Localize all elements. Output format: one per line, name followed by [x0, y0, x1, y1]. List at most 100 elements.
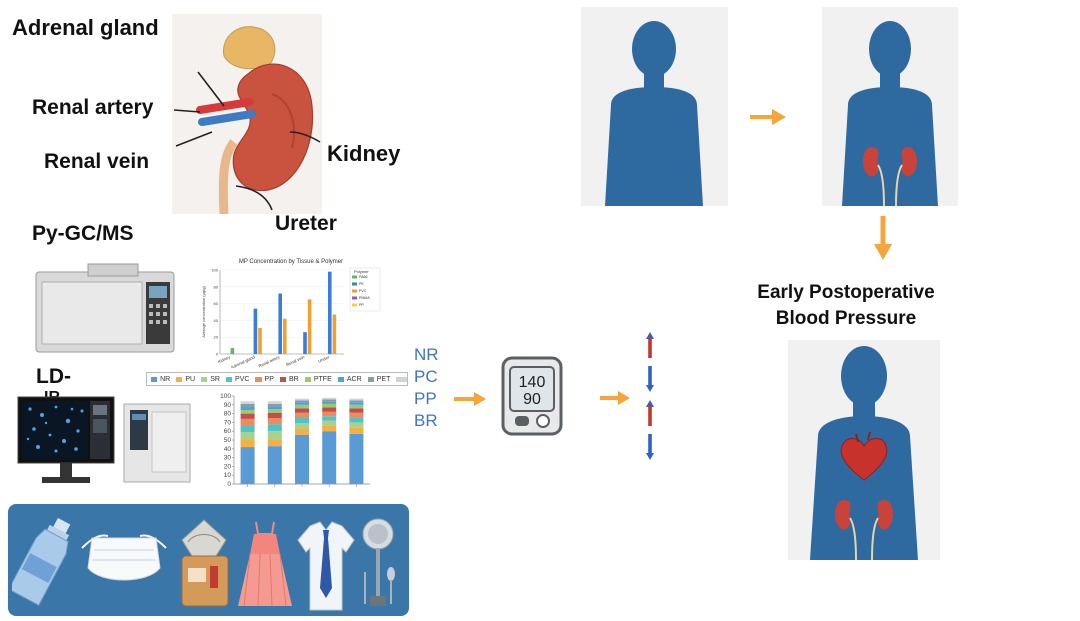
chart2-legend-swatch [201, 376, 208, 382]
chart2-ytick-label: 0 [227, 481, 231, 488]
bp-up-arrow-head [646, 332, 654, 339]
chart2-ytick-label: 60 [224, 428, 232, 435]
chart2-legend-swatch [367, 376, 374, 382]
chart2-legend-swatch [279, 376, 286, 382]
chart2-bar-segment [267, 418, 282, 425]
chart1-legend-label: PMMA [359, 296, 370, 300]
chart2-bar-segment [295, 418, 309, 424]
py-gcms-instrument [35, 263, 175, 353]
chart2-legend-swatch [225, 376, 233, 382]
chart1-legend-label: PA66 [359, 275, 368, 279]
chart2-bar-segment [240, 406, 255, 411]
bp-up-arrow-head [646, 400, 654, 407]
chart2-bar-segment [240, 425, 255, 433]
label-adrenal-gland: Adrenal gland [12, 15, 159, 40]
chart2-bar-segment [267, 401, 282, 404]
chart2-legend-swatch [396, 376, 408, 382]
chart2-ytick-label: 10 [224, 472, 232, 479]
chart2-bar-segment [267, 446, 282, 484]
chart1-ylabel: Average concentration (μg/g) [201, 286, 206, 338]
chart2-legend-label: PTFE [313, 375, 332, 383]
chart2-bar-segment [295, 408, 309, 413]
chart2-legend-label: PP [264, 375, 274, 383]
chart1-legend-swatch [352, 296, 357, 300]
kidneys-icon [863, 147, 917, 207]
tea-bag-icon [181, 519, 229, 607]
bp-effect-arrows [646, 332, 654, 460]
human-body-panel-kidney [822, 7, 958, 207]
chart2-bar-segment [295, 398, 309, 401]
chart2-bar-segment [267, 439, 282, 447]
chart2-bar-segment [295, 434, 309, 484]
chart2-bar-segment [240, 447, 255, 484]
chart1-legend-title: Polymer [354, 269, 369, 274]
chart1-ytick-label: 80 [214, 284, 219, 289]
chart1-legend-label: PE [359, 282, 364, 286]
chart1-legend-swatch [352, 289, 357, 293]
chart2-bar-segment [267, 409, 282, 413]
chart2-bar-segment [349, 402, 364, 405]
chart2-bar-segment [295, 402, 309, 405]
chart2-bar-segment [295, 400, 309, 403]
chart2-legend-swatch [337, 376, 344, 382]
label-py-gcms: Py-GC/MS [32, 222, 134, 245]
chart2-bar-segment [349, 422, 364, 428]
kidney-anatomy-illustration [172, 14, 322, 214]
polymer-param-pp: PP [414, 389, 437, 408]
chart2-bar-segment [349, 417, 364, 423]
bp-up-arrow-shaft [648, 406, 652, 426]
chart2-legend-swatch [151, 376, 158, 382]
arrow-down-to-early-bp [874, 216, 892, 260]
label-kidney: Kidney [327, 141, 401, 166]
chart2-legend-label: PET [376, 375, 391, 383]
bp-up-arrow-shaft [648, 338, 652, 358]
chart2-bar-segment [322, 431, 337, 484]
chart2-bar-segment [322, 397, 337, 400]
polymer-param-pc: PC [414, 367, 438, 386]
chart1-bar-pvc [283, 318, 287, 354]
heart-icon [840, 431, 888, 481]
bp-diastolic-reading: 90 [523, 391, 541, 408]
chart1-bar-pvc [332, 314, 337, 354]
human-body-panel-heart-kidney [788, 340, 940, 561]
shirt-and-tie-icon [297, 521, 355, 611]
kidneys-icon-lower [835, 500, 893, 561]
chart2-bar-segment [349, 404, 364, 409]
polymer-param-br: BR [414, 411, 438, 430]
chart2-bar-segment [322, 401, 337, 404]
bp-down-arrow-head [646, 385, 654, 392]
chart1-legend-label: PVC [359, 289, 367, 293]
bp-down-arrow-shaft [648, 366, 652, 386]
chart1-bar-pe [253, 308, 258, 354]
chart1-bar-pe [303, 332, 307, 354]
chart1-bar-pe [328, 271, 332, 354]
arrow-right-to-kidney-body [750, 109, 786, 125]
chart2-bar-segment [240, 403, 255, 407]
mp-concentration-chart: MP Concentration by Tissue & PolymerAver… [198, 254, 384, 368]
chart2-legend-label: SR [210, 375, 220, 383]
chart2-bar-segment [322, 411, 337, 417]
chart2-bar-segment [349, 427, 364, 434]
label-ld-ir-cut: IR [44, 390, 60, 397]
chart2-legend-swatch [176, 376, 183, 382]
chart1-title: MP Concentration by Tissue & Polymer [239, 259, 343, 265]
chart2-bar-segment [349, 412, 364, 418]
chart1-ytick-label: 20 [214, 335, 219, 340]
water-bottle-icon [12, 517, 71, 606]
chart2-bar-segment [322, 416, 337, 421]
chart2-bar-segment [322, 407, 337, 412]
chart2-legend-swatch [304, 376, 311, 382]
chart2-bar-segment [349, 398, 364, 401]
chart2-ytick-label: 70 [224, 419, 232, 426]
early-bp-title-line1: Early Postoperative [757, 282, 935, 303]
chart2-bar-segment [240, 401, 255, 404]
chart1-bar-pe [278, 293, 282, 354]
human-body-panel-baseline [581, 7, 728, 206]
bp-systolic-reading: 140 [518, 374, 546, 391]
chart2-bar-segment [267, 431, 282, 440]
chart2-bar-segment [295, 428, 309, 435]
chart2-legend-label: PVC [235, 375, 250, 383]
chart1-legend-swatch [352, 303, 357, 307]
